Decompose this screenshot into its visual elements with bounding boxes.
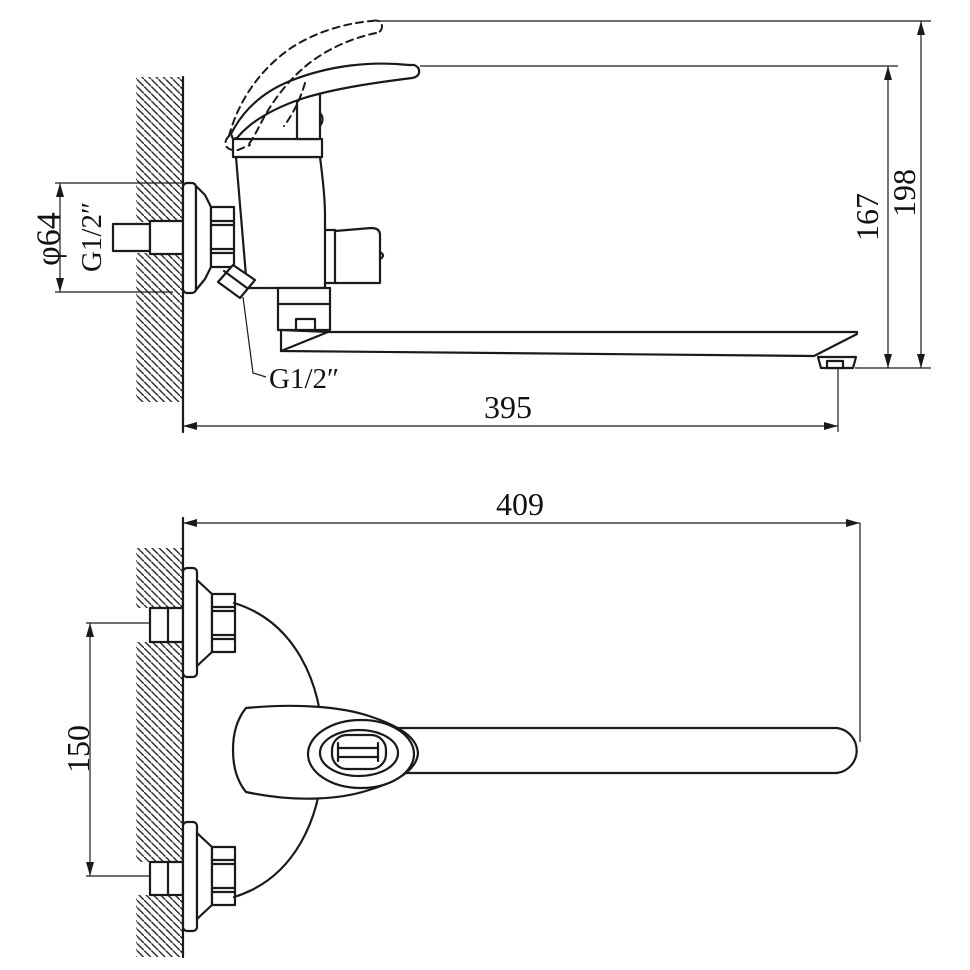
dim-label-shower-thread: G1/2″ bbox=[269, 363, 339, 395]
inlet-pipe-side bbox=[111, 219, 185, 256]
wall-hatch-side bbox=[136, 75, 185, 434]
handle-cap-plan bbox=[306, 718, 416, 790]
plan-view: 409 150 bbox=[60, 486, 861, 959]
escutcheon-plan-bottom bbox=[181, 820, 237, 933]
escutcheon-plan-top bbox=[181, 566, 237, 679]
dim-label-inlet-thread: G1/2″ bbox=[76, 202, 108, 272]
dim-shower-thread: G1/2″ bbox=[242, 296, 339, 395]
dim-spout-reach: 395 bbox=[183, 369, 839, 432]
dim-label-395: 395 bbox=[484, 389, 532, 425]
spout-side bbox=[276, 286, 859, 370]
escutcheon-side bbox=[181, 181, 236, 295]
wall-hatch-plan bbox=[136, 516, 185, 959]
dim-label-409: 409 bbox=[496, 486, 544, 522]
spout-plan bbox=[383, 726, 858, 775]
dim-label-167: 167 bbox=[849, 193, 885, 241]
faucet-body-side bbox=[216, 137, 385, 300]
inlet-pipes-plan bbox=[148, 606, 185, 897]
dim-escutcheon-diameter: φ64 bbox=[31, 182, 183, 293]
dim-total-reach: 409 bbox=[183, 486, 861, 742]
lever-handle-raised-dashed bbox=[224, 19, 384, 152]
dim-label-150: 150 bbox=[60, 725, 96, 773]
shower-outlet-side bbox=[333, 226, 382, 285]
dim-inlet-spacing: 150 bbox=[60, 622, 150, 877]
side-view: φ64 G1/2″ G1/2″ 167 198 bbox=[31, 19, 931, 434]
dim-heights: 167 198 bbox=[378, 20, 931, 369]
dim-label-198: 198 bbox=[886, 169, 922, 217]
dim-label-phi64: φ64 bbox=[31, 212, 68, 266]
